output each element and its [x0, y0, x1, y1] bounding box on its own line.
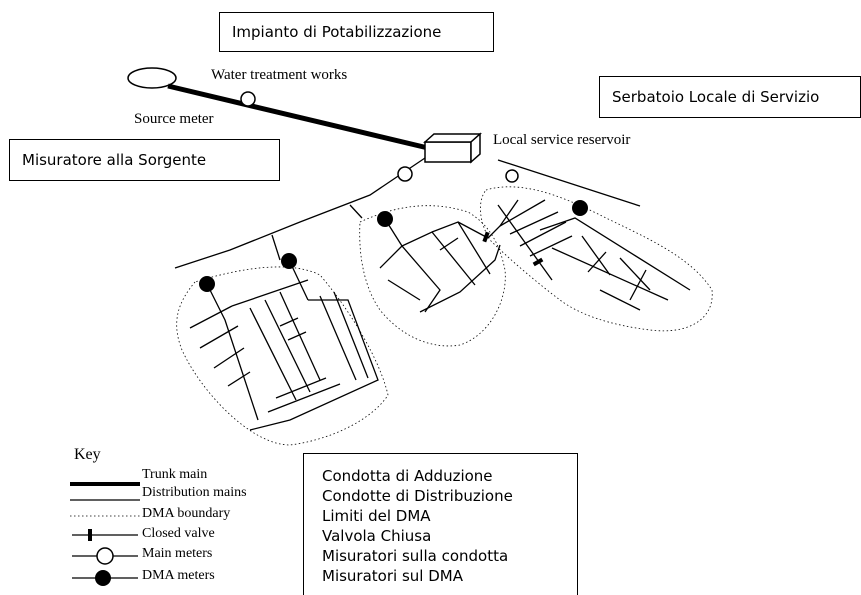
distribution-mains	[174, 157, 691, 431]
water-source	[127, 67, 177, 89]
key-title: Key	[74, 446, 101, 463]
translation-item: Condotta di Adduzione	[322, 467, 493, 485]
reservoir-callout: Serbatoio Locale di Servizio	[599, 76, 861, 118]
key-main-meter-icon	[96, 547, 114, 565]
dma-meter-icon	[199, 276, 215, 292]
key-item-distribution-mains: Distribution mains	[142, 485, 247, 500]
key-item-dma-boundary: DMA boundary	[142, 506, 231, 521]
translation-item: Valvola Chiusa	[322, 527, 432, 545]
plant-callout-text: Impianto di Potabilizzazione	[232, 23, 442, 41]
dma-meter-icon	[377, 211, 393, 227]
water-treatment-works-label: Water treatment works	[211, 67, 348, 83]
dma-meter-icon	[281, 253, 297, 269]
closed-valve-icon	[482, 231, 490, 243]
key-symbols	[70, 482, 140, 586]
key-dma-meter-icon	[95, 570, 111, 586]
source-meter	[240, 91, 256, 107]
key-item-main-meters: Main meters	[142, 546, 213, 561]
key-item-trunk-main: Trunk main	[142, 467, 208, 482]
main-meter-icon	[397, 166, 413, 182]
dma-meter-icon	[572, 200, 588, 216]
translation-item: Misuratori sul DMA	[322, 567, 463, 585]
closed-valve-icon	[532, 257, 544, 267]
source-meter-callout-text: Misuratore alla Sorgente	[22, 151, 207, 169]
local-service-reservoir	[423, 132, 482, 164]
local-service-reservoir-label: Local service reservoir	[493, 132, 631, 148]
key-item-dma-meters: DMA meters	[142, 568, 215, 583]
reservoir-callout-text: Serbatoio Locale di Servizio	[612, 88, 820, 106]
translation-item: Condotte di Distribuzione	[322, 487, 513, 505]
translation-legend: Condotta di Adduzione Condotte di Distri…	[303, 453, 578, 595]
trunk-main	[167, 83, 429, 151]
main-meter-icon	[505, 169, 519, 183]
dma-boundaries	[176, 186, 713, 446]
plant-callout: Impianto di Potabilizzazione	[219, 12, 494, 52]
source-meter-label: Source meter	[134, 111, 214, 127]
key-item-closed-valve: Closed valve	[142, 526, 215, 541]
source-meter-callout: Misuratore alla Sorgente	[9, 139, 280, 181]
translation-item: Misuratori sulla condotta	[322, 547, 509, 565]
key-closed-valve-icon	[88, 529, 92, 541]
translation-item: Limiti del DMA	[322, 507, 431, 525]
